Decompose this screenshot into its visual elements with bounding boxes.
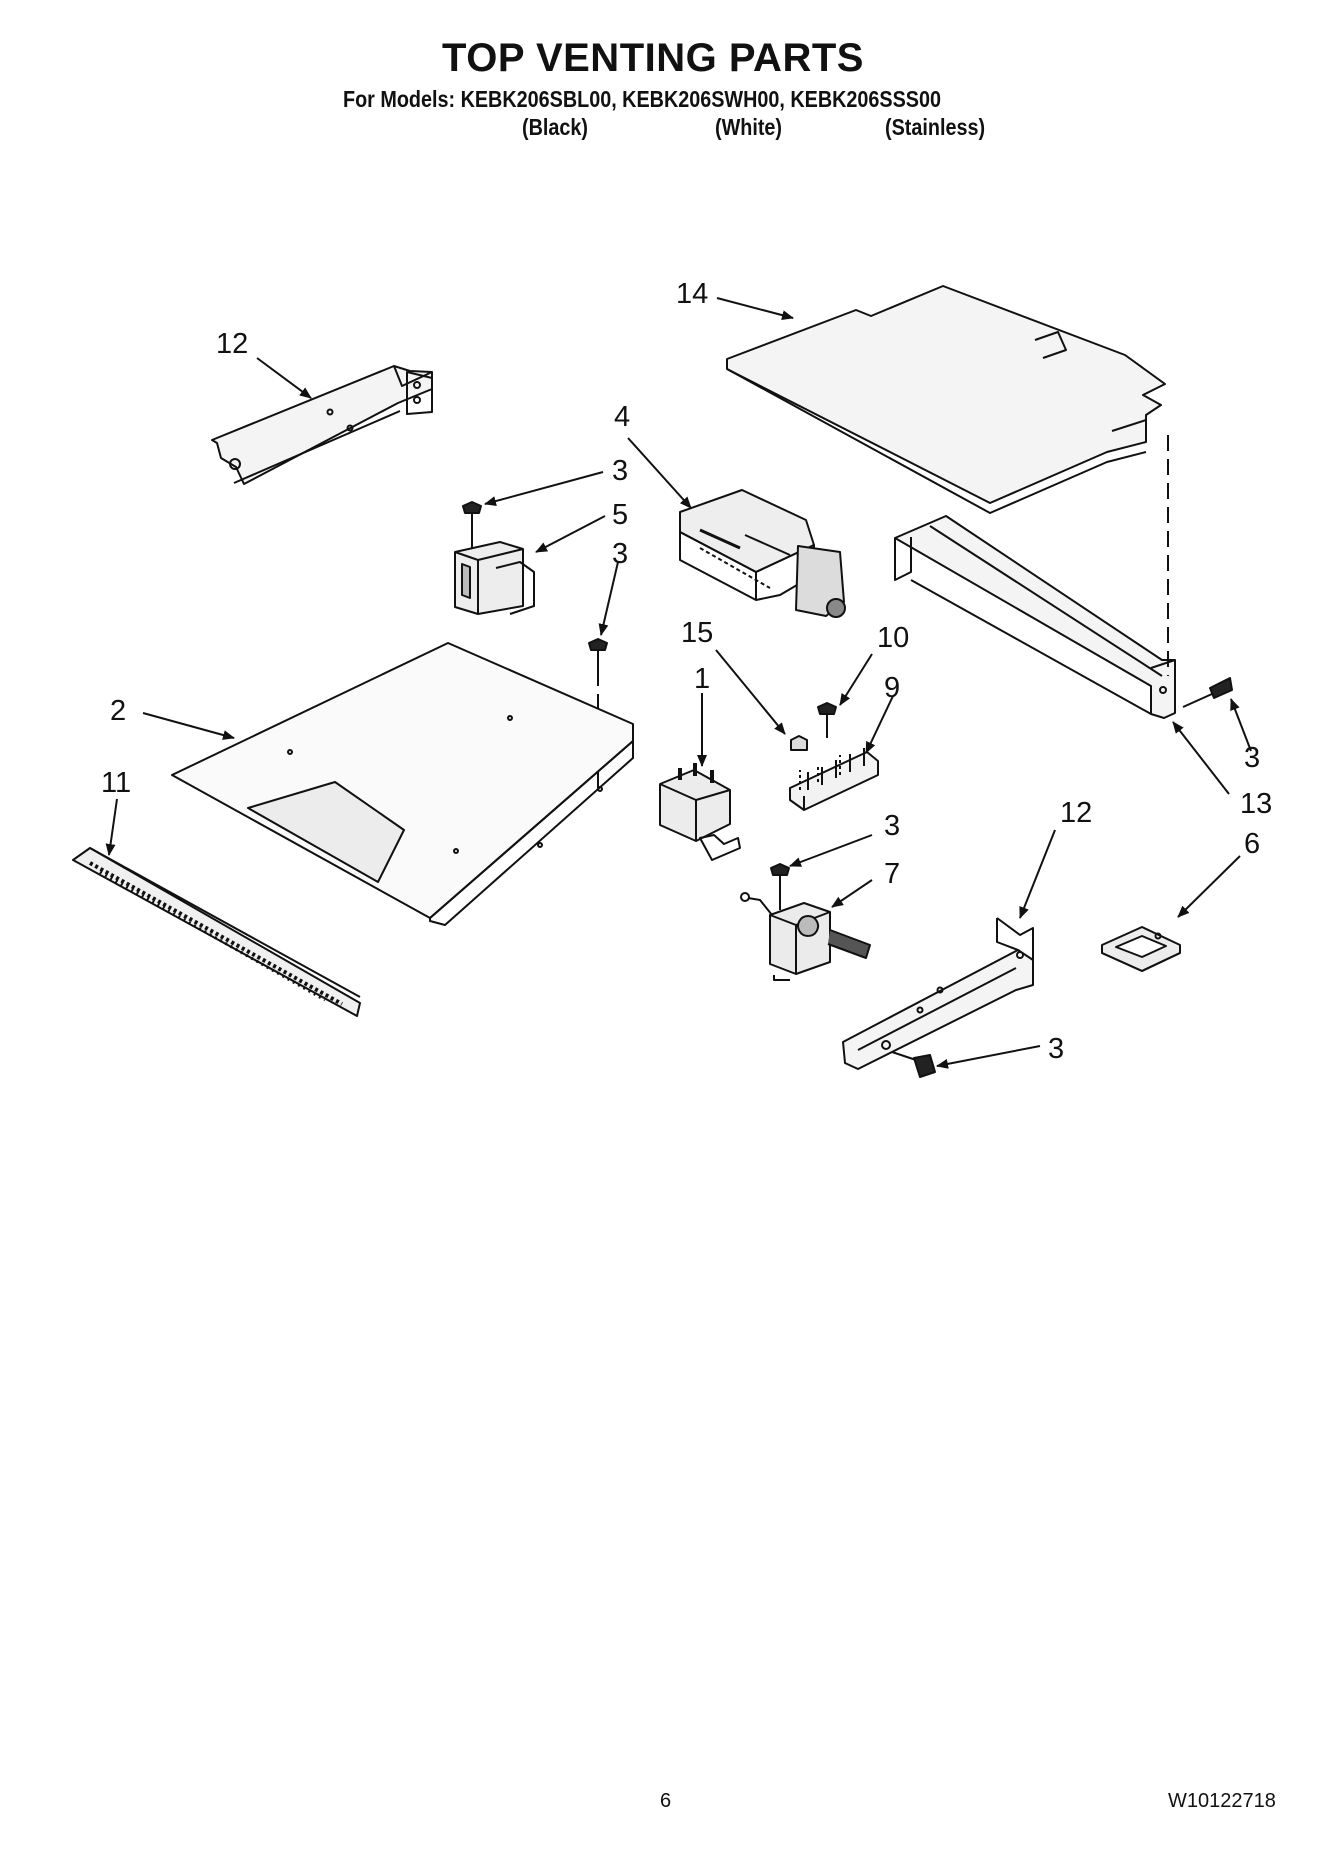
callout-label: 3 xyxy=(884,810,900,842)
variant-white: (White) xyxy=(715,114,783,140)
clip-part xyxy=(1101,926,1181,972)
callout-label: 12 xyxy=(1060,797,1092,829)
document-number: W10122718 xyxy=(1168,1790,1276,1812)
upper-bracket-part xyxy=(211,365,433,485)
lower-bracket-part xyxy=(842,917,1034,1070)
variant-black: (Black) xyxy=(522,114,588,140)
screw-part xyxy=(462,501,482,548)
callout-label: 14 xyxy=(676,278,708,310)
front-trim-strip-part xyxy=(72,847,361,1017)
callout-label: 3 xyxy=(612,538,628,570)
screw-part xyxy=(891,1051,936,1078)
screw-part xyxy=(770,863,790,910)
callout-label: 9 xyxy=(884,672,900,704)
callout-label: 11 xyxy=(101,767,131,799)
callout-label: 1 xyxy=(694,663,710,695)
relay-part xyxy=(454,541,535,615)
top-plate-part xyxy=(171,642,634,926)
callout-label: 2 xyxy=(110,695,126,727)
callout-label: 3 xyxy=(1244,742,1260,774)
power-relay-part xyxy=(659,763,741,861)
callout-label: 15 xyxy=(681,617,713,649)
screw-part xyxy=(1182,677,1233,708)
rear-support-bracket-part xyxy=(894,435,1176,719)
leader-lines xyxy=(105,297,1252,1069)
callout-label: 5 xyxy=(612,499,628,531)
callout-label: 10 xyxy=(877,622,909,654)
transformer-part xyxy=(740,892,871,981)
page-number: 6 xyxy=(660,1790,672,1812)
models-line: For Models: KEBK206SBL00, KEBK206SWH00, … xyxy=(343,86,942,112)
callout-label: 3 xyxy=(612,455,628,487)
callout-label: 7 xyxy=(884,858,900,890)
callout-label: 12 xyxy=(216,328,248,360)
top-vent-panel-part xyxy=(726,285,1166,514)
vent-control-module-part xyxy=(679,489,846,618)
callout-label: 3 xyxy=(1048,1033,1064,1065)
terminal-block-part xyxy=(789,748,879,811)
nut-part xyxy=(790,735,808,751)
callout-label: 4 xyxy=(614,401,630,433)
callout-labels: 12 14 4 3 5 3 2 11 15 1 10 9 3 13 12 6 3… xyxy=(101,278,1272,1065)
variant-stainless: (Stainless) xyxy=(885,114,986,140)
callout-label: 6 xyxy=(1244,828,1260,860)
screw-part xyxy=(817,702,837,738)
page-title: TOP VENTING PARTS xyxy=(442,36,864,80)
callout-label: 13 xyxy=(1240,788,1272,820)
